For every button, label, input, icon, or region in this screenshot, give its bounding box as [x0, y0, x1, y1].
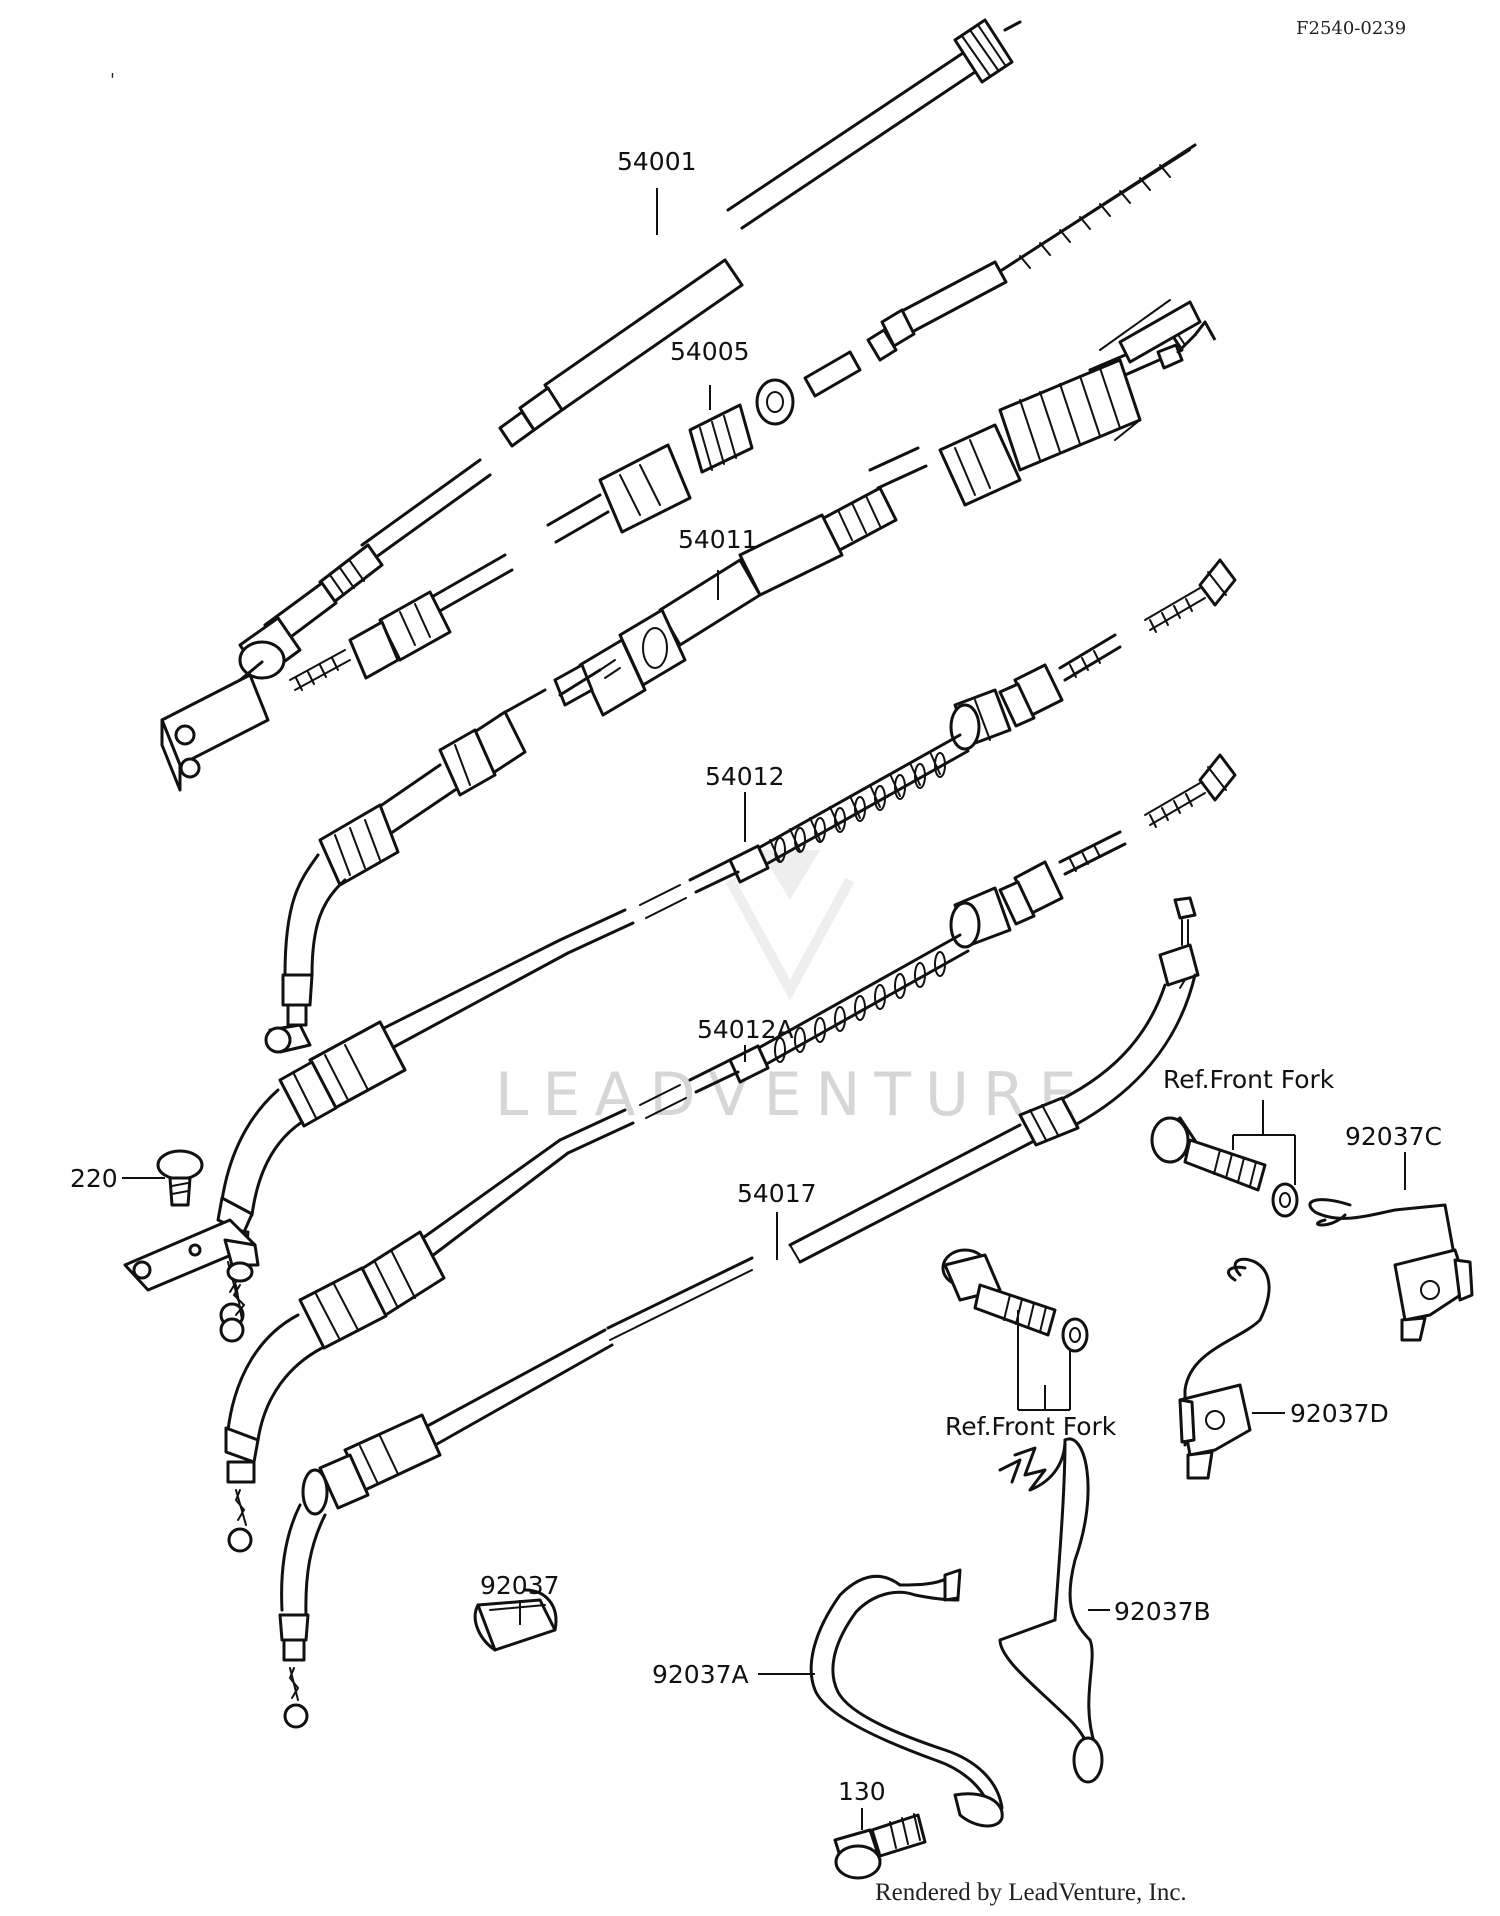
label-92037C: 92037C: [1345, 1122, 1442, 1151]
clutch-cable-54011: [264, 299, 1217, 1054]
throttle-cable-54012A: [224, 753, 1237, 1553]
screw-220: [156, 1149, 204, 1207]
speedometer-cable-54001: [226, 18, 1022, 692]
label-220: 220: [70, 1164, 118, 1193]
label-54012: 54012: [705, 762, 785, 791]
label-130: 130: [838, 1777, 886, 1806]
leader-lines: [122, 188, 1406, 1830]
watermark-text: LEADVENTURE: [495, 1060, 1091, 1130]
clamp-92037A: [809, 1568, 1004, 1828]
label-92037: 92037: [480, 1571, 560, 1600]
label-54011: 54011: [678, 525, 758, 554]
label-92037D: 92037D: [1290, 1399, 1389, 1428]
label-92037B: 92037B: [1114, 1597, 1211, 1626]
front-fork-bolt-lower: [941, 1248, 1089, 1353]
label-ref-front-fork-upper: Ref.Front Fork: [1163, 1065, 1335, 1094]
label-ref-front-fork-lower: Ref.Front Fork: [945, 1412, 1117, 1441]
svg-text:': ': [110, 70, 115, 91]
throttle-cable-54012: [216, 558, 1237, 1328]
credit-text: Rendered by LeadVenture, Inc.: [875, 1879, 1187, 1906]
bolt-130: [833, 1813, 927, 1880]
cable-bracket: [123, 1218, 260, 1343]
label-54012A: 54012A: [697, 1015, 794, 1044]
clamp-92037D: [1178, 1257, 1271, 1480]
clamp-92037B: [998, 1437, 1104, 1784]
label-54001: 54001: [617, 147, 697, 176]
clamp-92037: [473, 1588, 558, 1652]
label-92037A: 92037A: [652, 1660, 749, 1689]
front-fork-bolt-upper: [1150, 1116, 1299, 1218]
cable-54005: [160, 143, 1197, 792]
watermark: LEADVENTURE: [495, 850, 1091, 1130]
choke-cable-54017: [278, 896, 1200, 1729]
part-labels: 54001 54005 54011 54012 54012A 54017 220…: [70, 147, 1442, 1806]
label-54005: 54005: [670, 337, 750, 366]
diagram-code: F2540-0239: [1296, 18, 1406, 39]
clamp-92037C: [1308, 1198, 1474, 1342]
label-54017: 54017: [737, 1179, 817, 1208]
